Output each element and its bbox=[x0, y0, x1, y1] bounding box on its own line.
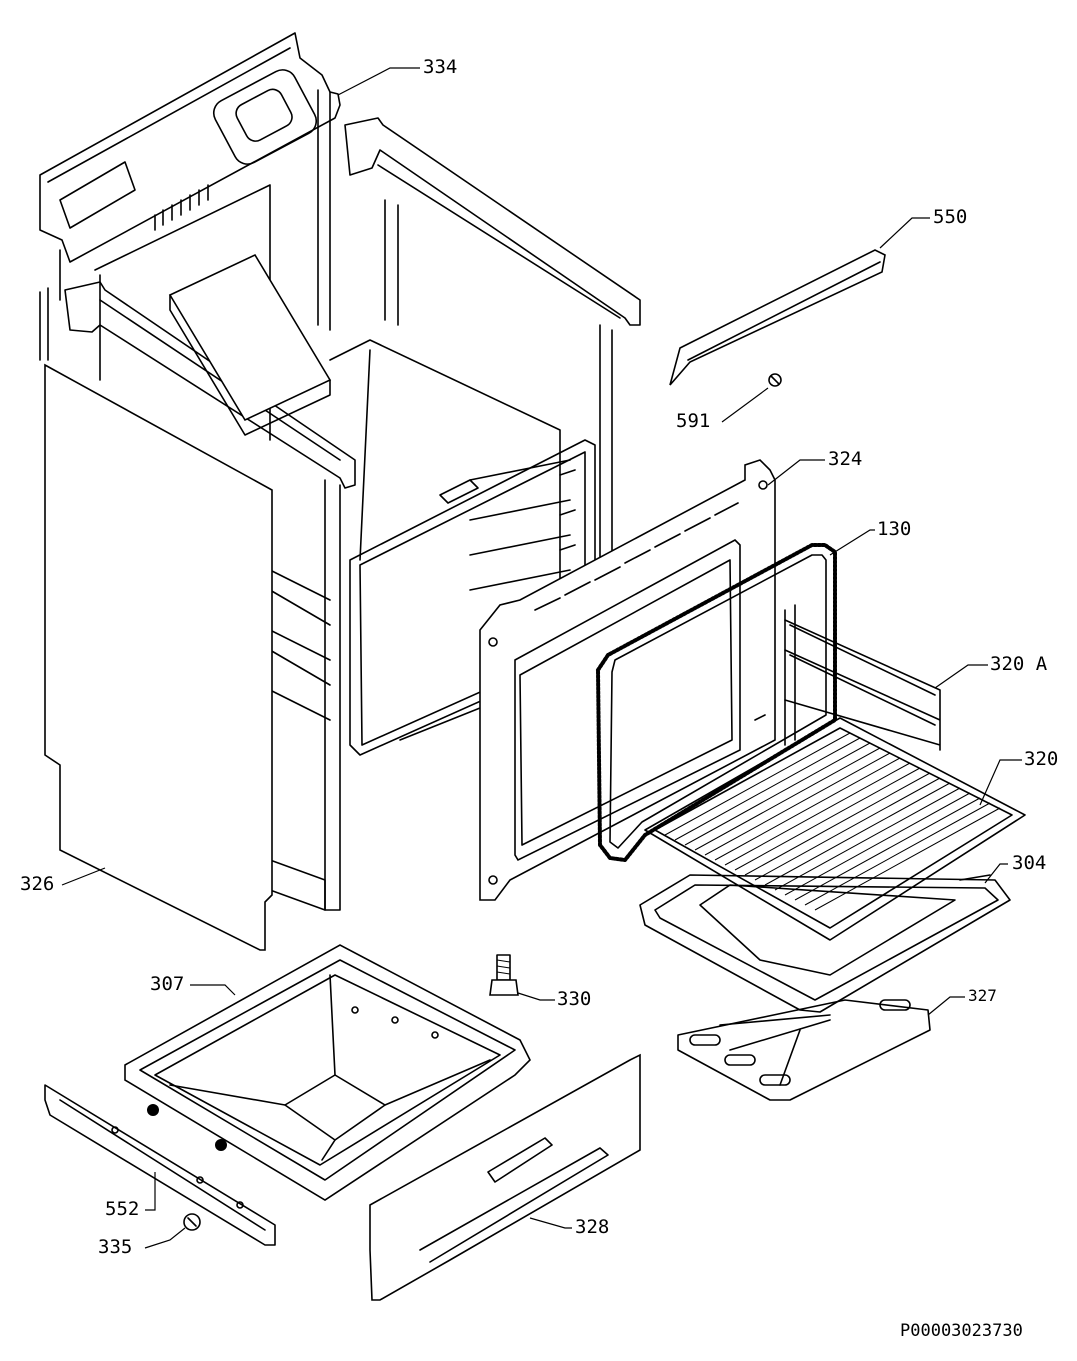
callout-330: 330 bbox=[557, 988, 592, 1010]
callout-307: 307 bbox=[150, 973, 185, 995]
callout-130: 130 bbox=[877, 518, 912, 540]
drawer-runner bbox=[44, 1084, 276, 1246]
callout-320a: 320 A bbox=[990, 653, 1048, 675]
callout-327: 327 bbox=[968, 986, 997, 1005]
callout-552: 552 bbox=[105, 1198, 140, 1220]
document-reference: P00003023730 bbox=[900, 1321, 1023, 1341]
callout-324: 324 bbox=[828, 448, 863, 470]
oven-cavity bbox=[168, 253, 596, 756]
baking-tray bbox=[639, 874, 1011, 1013]
wire-shelf bbox=[644, 717, 1026, 941]
callout-550: 550 bbox=[933, 206, 968, 228]
heat-shield-plate bbox=[677, 999, 931, 1101]
callout-326: 326 bbox=[20, 873, 55, 895]
screw-335 bbox=[183, 1213, 201, 1231]
door-inner-frame bbox=[479, 459, 776, 901]
side-shelf-runner bbox=[784, 604, 941, 751]
callout-320: 320 bbox=[1024, 748, 1059, 770]
callout-591: 591 bbox=[676, 410, 711, 432]
drawer-box bbox=[124, 944, 531, 1201]
drawer-front bbox=[369, 1053, 641, 1301]
leader-lines bbox=[61, 67, 1022, 1249]
callout-335: 335 bbox=[98, 1236, 133, 1258]
clip-591 bbox=[768, 373, 782, 387]
callout-334: 334 bbox=[423, 56, 458, 78]
adjustable-foot-bolt bbox=[489, 954, 519, 996]
callout-304: 304 bbox=[1012, 852, 1047, 874]
trim-strip bbox=[669, 249, 886, 386]
callout-328: 328 bbox=[575, 1216, 610, 1238]
side-panel bbox=[44, 363, 273, 951]
